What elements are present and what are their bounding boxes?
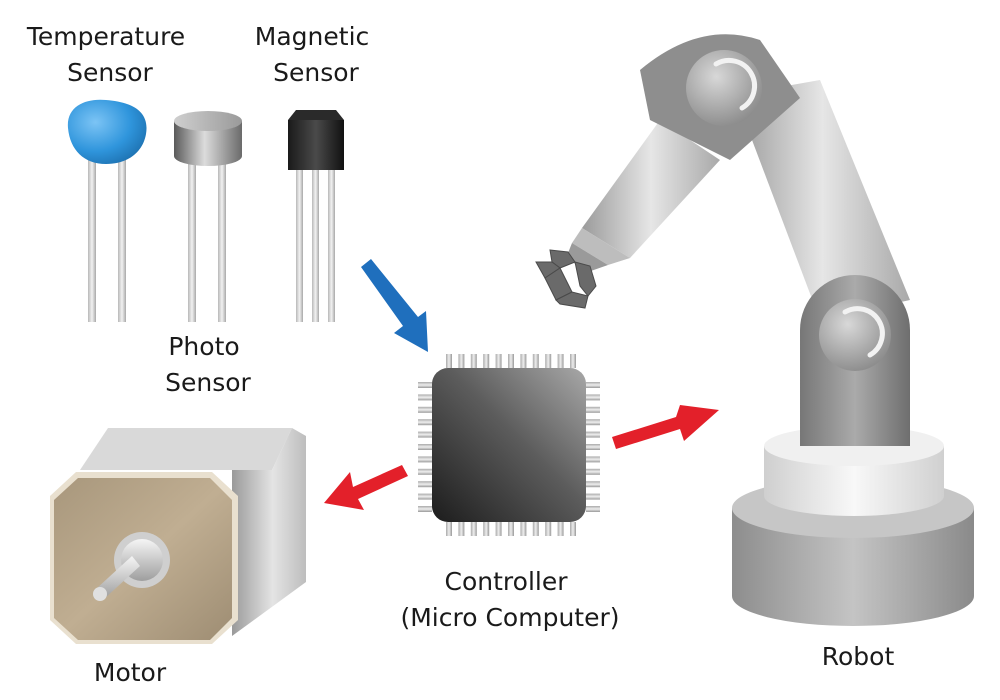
- output-arrow-to-motor: [324, 465, 408, 510]
- chip-pin: [557, 522, 564, 536]
- chip-pin: [545, 354, 552, 368]
- chip-pin: [586, 419, 600, 426]
- chip-pin: [586, 444, 600, 450]
- photo-sensor-icon: [174, 111, 242, 322]
- chip-pin: [586, 506, 600, 512]
- chip-pin: [586, 431, 600, 438]
- chip-pin: [418, 506, 432, 512]
- chip-pin: [586, 406, 600, 413]
- chip-pin: [586, 456, 600, 463]
- temperature-sensor-icon: [67, 99, 147, 322]
- chip-pin: [418, 444, 432, 450]
- controller-label: Controller (Micro Computer): [400, 567, 619, 632]
- chip-pin: [495, 522, 502, 536]
- chip-pin: [586, 481, 600, 488]
- chip-pin: [458, 354, 465, 368]
- chip-pin: [470, 354, 477, 368]
- robot-arm-icon: [535, 34, 974, 626]
- chip-pin: [557, 354, 564, 368]
- chip-pin: [532, 354, 539, 368]
- chip-pin: [418, 431, 432, 438]
- chip-pin: [483, 354, 490, 368]
- chip-pin: [586, 468, 600, 475]
- microcontroller-icon: [418, 354, 600, 536]
- chip-pin: [483, 522, 490, 536]
- chip-pin: [418, 481, 432, 488]
- chip-pin: [446, 522, 452, 536]
- chip-pin: [508, 354, 514, 368]
- input-arrow: [361, 259, 428, 352]
- magnetic-sensor-icon: [288, 110, 344, 322]
- chip-pin: [418, 382, 432, 388]
- photo-sensor-label: Photo Sensor: [165, 332, 251, 397]
- chip-pin: [418, 419, 432, 426]
- chip-pin: [446, 354, 452, 368]
- chip-pin: [418, 468, 432, 475]
- motor-icon: [50, 428, 306, 644]
- output-arrow-to-robot: [612, 405, 719, 449]
- chip-pin: [520, 354, 527, 368]
- chip-pin: [570, 522, 576, 536]
- chip-pin: [418, 394, 432, 401]
- chip-pin: [418, 456, 432, 463]
- chip-pin: [586, 382, 600, 388]
- chip-pin: [418, 493, 432, 500]
- chip-pin: [520, 522, 527, 536]
- chip-pin: [495, 354, 502, 368]
- chip-pin: [586, 493, 600, 500]
- chip-pin: [570, 354, 576, 368]
- chip-pin: [508, 522, 514, 536]
- motor-label: Motor: [94, 658, 167, 687]
- robot-label: Robot: [822, 642, 895, 671]
- temperature-sensor-label: Temperature Sensor: [26, 22, 193, 87]
- chip-pin: [532, 522, 539, 536]
- chip-pin: [470, 522, 477, 536]
- chip-pin: [545, 522, 552, 536]
- chip-pin: [458, 522, 465, 536]
- chip-pin: [586, 394, 600, 401]
- magnetic-sensor-label: Magnetic Sensor: [255, 22, 377, 87]
- chip-pin: [418, 406, 432, 413]
